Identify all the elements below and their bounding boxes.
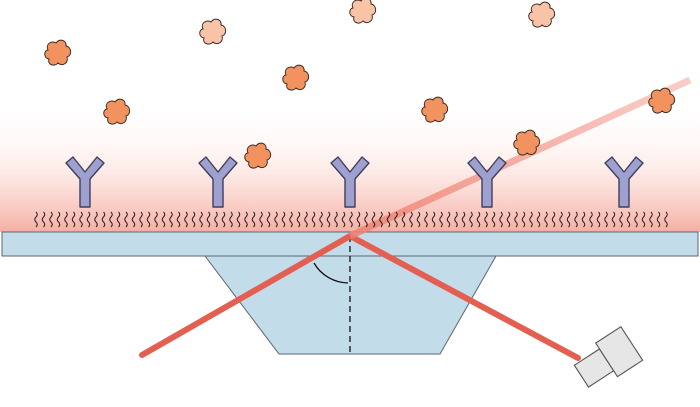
antigen-icon [44,39,72,66]
transmitted-beam [348,76,692,240]
antigen-icon [282,64,310,91]
reflected-beam [347,233,581,361]
antigen-icon [199,18,227,45]
angle-arc-icon [313,262,349,284]
antigen-icon [349,0,377,24]
linker-layer [34,211,668,228]
incident-beam [139,233,353,358]
antigen-icon [528,1,556,28]
detector-icon [573,325,644,388]
